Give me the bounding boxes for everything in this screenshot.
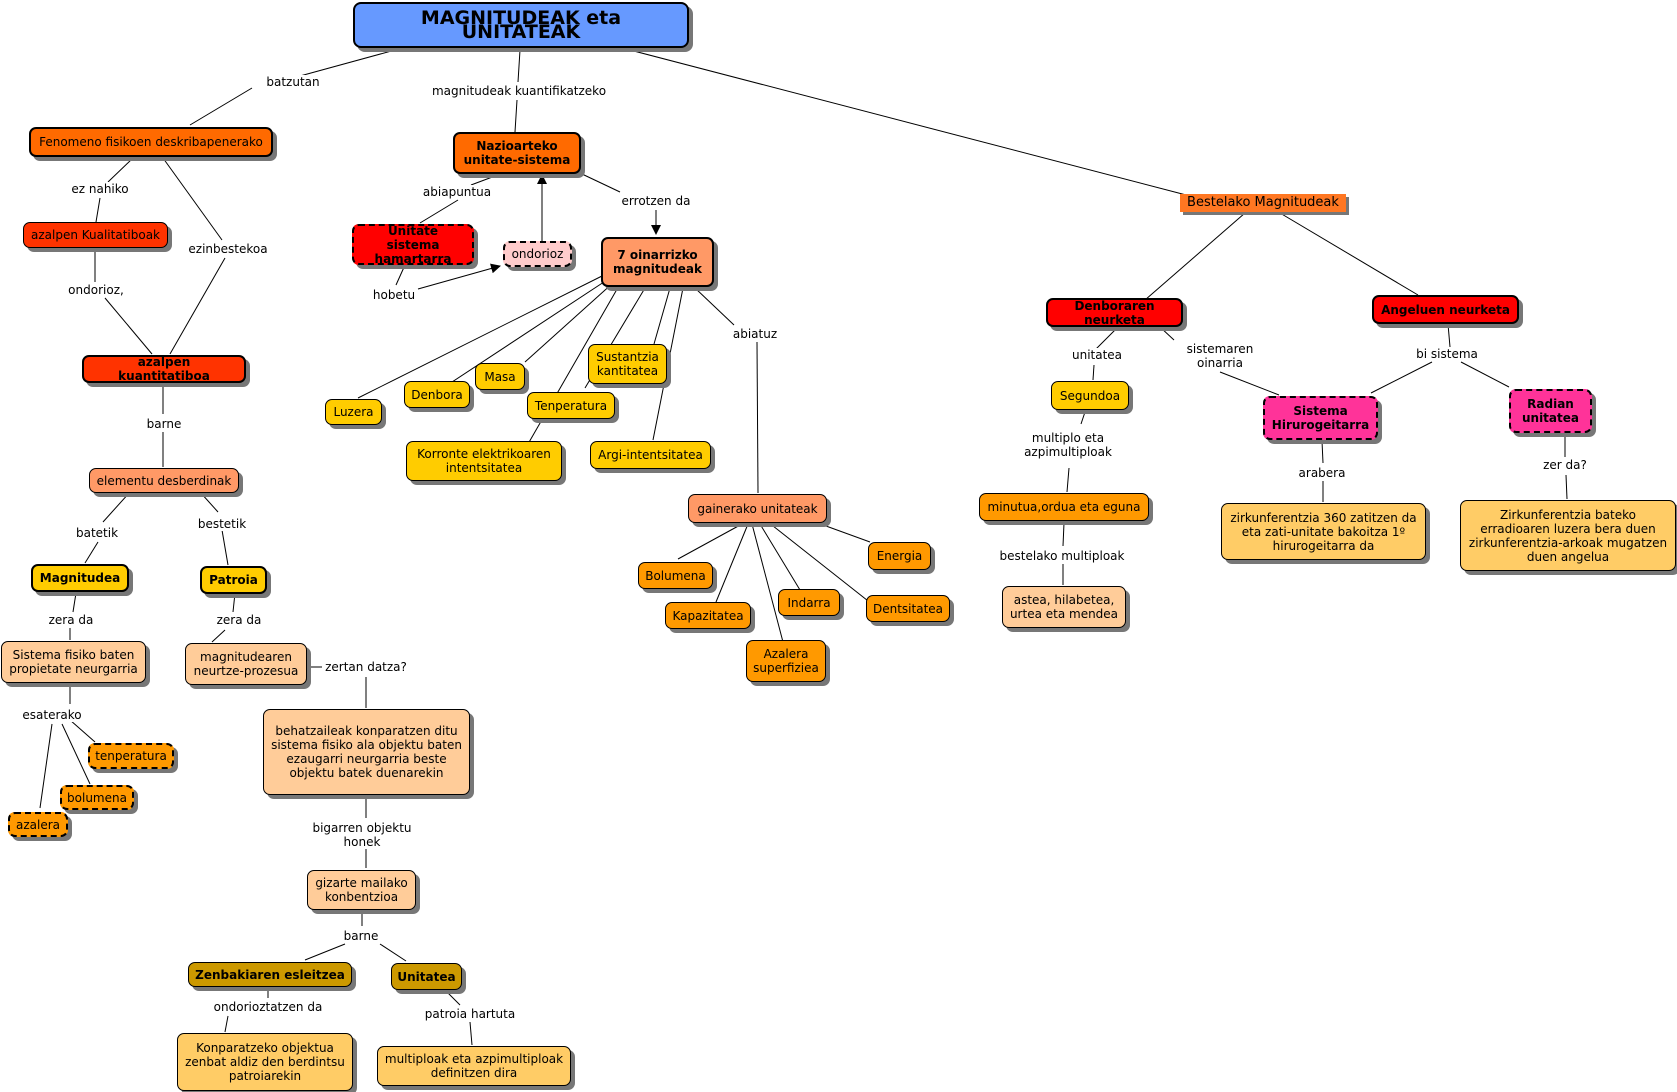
node-angeluen-neurketa[interactable]: Angeluen neurketa [1372,295,1519,324]
node-energia[interactable]: Energia [868,542,931,570]
node-tenperatura-example[interactable]: tenperatura [88,743,174,769]
node-kuantitatiboa[interactable]: azalpen kuantitatiboa [82,355,246,383]
label-bestelako-multiploak: bestelako multiploak [998,549,1126,563]
node-segundoa[interactable]: Segundoa [1051,381,1129,410]
label-ondorioztatzen: ondorioztatzen da [212,1000,324,1014]
label-ez-nahiko: ez nahiko [70,182,130,196]
label-arabera: arabera [1297,466,1347,480]
label-unitatea: unitatea [1070,348,1124,362]
node-sistema-fisiko[interactable]: Sistema fisiko baten propietate neurgarr… [1,641,146,683]
node-indarra[interactable]: Indarra [778,589,840,616]
node-magnitudea[interactable]: Magnitudea [31,564,129,592]
main-title: MAGNITUDEAK eta UNITATEAK [353,2,689,48]
node-fenomeno[interactable]: Fenomeno fisikoen deskribapenerako [29,127,273,157]
node-radian-definizioa[interactable]: Zirkunferentzia bateko erradioaren luzer… [1460,500,1676,571]
node-nazioarteko[interactable]: Nazioarteko unitate-sistema [453,132,581,174]
node-behatzaileak[interactable]: behatzaileak konparatzen ditu sistema fi… [263,709,470,795]
node-multiploak-definitzen[interactable]: multiploak eta azpimultiploak definitzen… [377,1046,571,1086]
node-kapazitatea[interactable]: Kapazitatea [665,602,751,629]
label-bigarren-objektu: bigarren objektu honek [301,821,423,849]
node-bestelako-magnitudeak[interactable]: Bestelako Magnitudeak [1180,194,1346,212]
node-gizarte[interactable]: gizarte mailako konbentzioa [307,870,416,910]
node-neurtze[interactable]: magnitudearen neurtze-prozesua [185,643,307,685]
label-zer-da: zer da? [1542,458,1588,472]
label-esaterako: esaterako [21,708,83,722]
label-zertan-datza: zertan datza? [324,660,408,674]
label-errotzen-da: errotzen da [620,194,692,208]
node-azalera-example[interactable]: azalera [8,812,68,837]
node-ondorioz[interactable]: ondorioz [503,241,572,267]
node-elementu[interactable]: elementu desberdinak [89,468,239,493]
label-ondorioz-comma: ondorioz, [67,283,125,297]
node-dentsitatea[interactable]: Dentsitatea [866,595,950,622]
label-batzutan: batzutan [265,75,321,89]
node-masa[interactable]: Masa [475,363,525,390]
node-sistema-hirurogeitarra[interactable]: Sistema Hirurogeitarra [1263,396,1378,440]
node-unitatea[interactable]: Unitatea [391,963,462,990]
node-astea[interactable]: astea, hilabetea, urtea eta mendea [1002,586,1126,628]
node-argi[interactable]: Argi-intentsitatea [590,441,711,469]
label-ezinbestekoa: ezinbestekoa [187,242,269,256]
node-bolumena[interactable]: Bolumena [638,562,713,589]
node-zirkunferentzia-360[interactable]: zirkunferentzia 360 zatitzen da eta zati… [1221,503,1426,560]
label-abiatuz: abiatuz [731,327,779,341]
label-multiplo-azpimultiploak: multiplo eta azpimultiploak [1019,431,1117,459]
node-konparatzeko[interactable]: Konparatzeko objektua zenbat aldiz den b… [177,1033,353,1091]
node-kualitatiboak[interactable]: azalpen Kualitatiboak [23,222,168,248]
label-kuantifikatzeko: magnitudeak kuantifikatzeko [430,84,608,98]
node-denbora[interactable]: Denbora [404,381,470,408]
label-bestetik: bestetik [196,517,248,531]
label-patroia-hartuta: patroia hartuta [423,1007,517,1021]
label-zera-da-1: zera da [47,613,95,627]
node-7-oinarrizko[interactable]: 7 oinarrizko magnitudeak [601,237,714,287]
node-patroia[interactable]: Patroia [200,566,267,594]
node-sustantzia[interactable]: Sustantzia kantitatea [588,344,667,384]
node-denboraren-neurketa[interactable]: Denboraren neurketa [1046,298,1183,327]
node-radian-unitatea[interactable]: Radian unitatea [1509,389,1592,433]
label-barne-1: barne [145,417,183,431]
node-hamartarra[interactable]: Unitate sistema hamartarra [352,224,474,266]
label-zera-da-2: zera da [215,613,263,627]
node-minutua[interactable]: minutua,ordua eta eguna [979,493,1149,521]
node-azalera-superfiziea[interactable]: Azalera superfiziea [746,640,826,682]
node-tenperatura[interactable]: Tenperatura [527,392,615,419]
node-luzera[interactable]: Luzera [325,399,382,425]
node-gainerako[interactable]: gainerako unitateak [688,494,827,523]
label-bi-sistema: bi sistema [1415,347,1479,361]
node-korronte[interactable]: Korronte elektrikoaren intentsitatea [406,441,562,481]
node-zenbakiaren[interactable]: Zenbakiaren esleitzea [188,962,352,987]
node-bolumena-example[interactable]: bolumena [60,785,134,810]
label-hobetu: hobetu [371,288,417,302]
label-abiapuntua: abiapuntua [421,185,493,199]
label-barne-2: barne [342,929,380,943]
label-sistemaren-oinarria: sistemaren oinarria [1174,342,1266,370]
label-batetik: batetik [74,526,120,540]
